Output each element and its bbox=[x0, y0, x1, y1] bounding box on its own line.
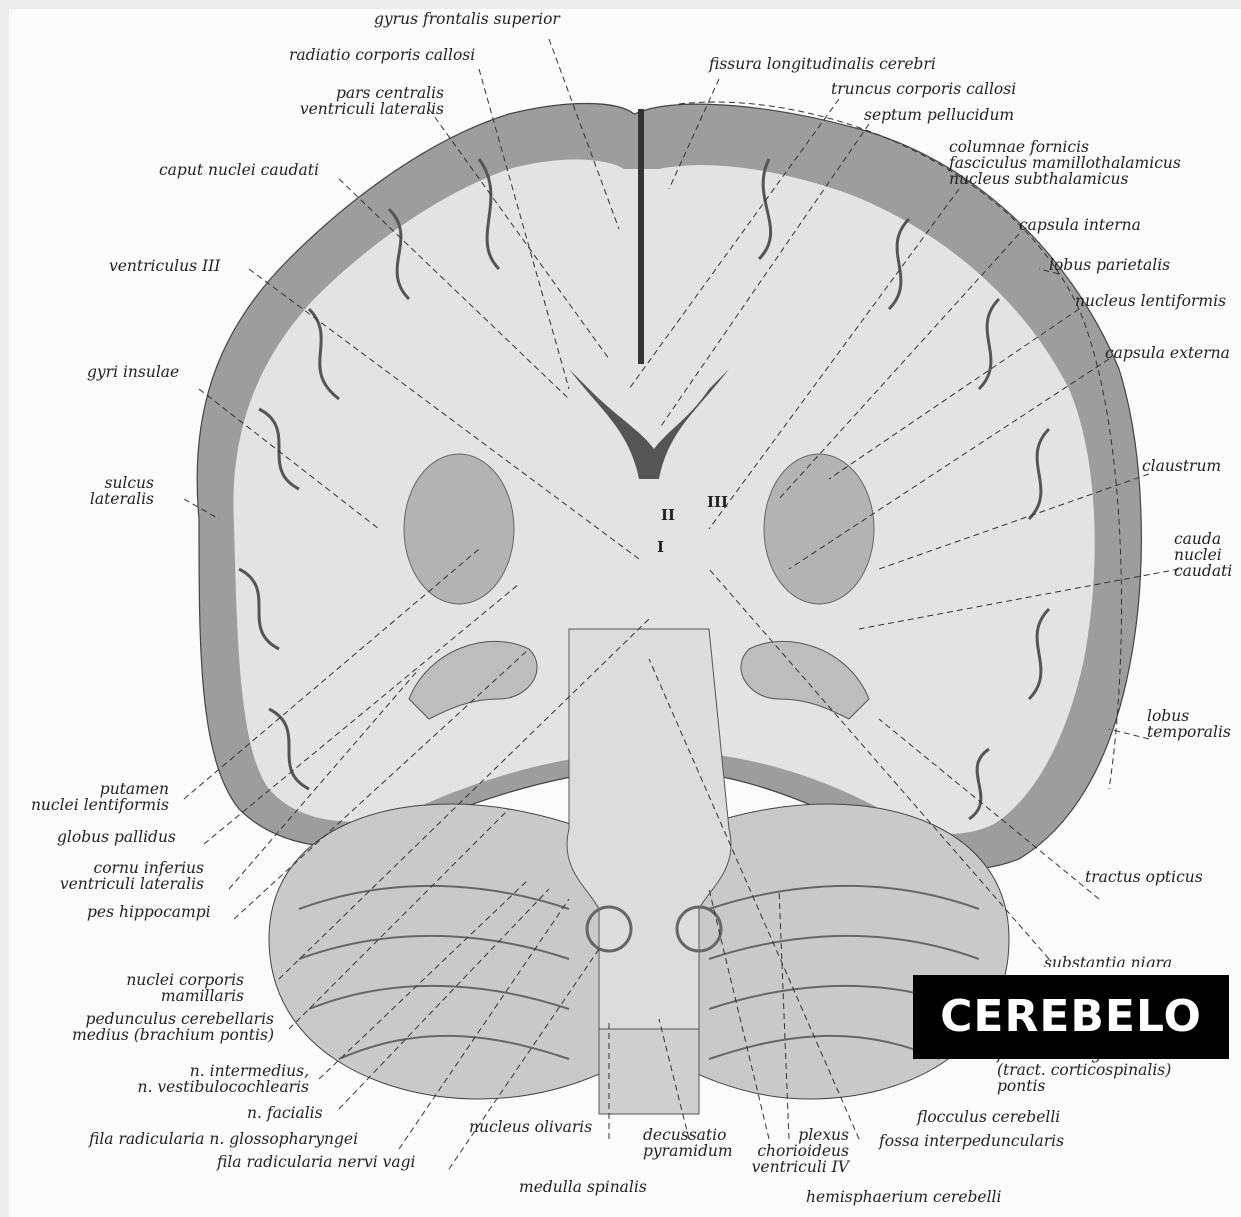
anatomy-plate: gyrus frontalis superior radiatio corpor… bbox=[9, 9, 1241, 1217]
label-fornix-group: columnae fornicis fasciculus mamillothal… bbox=[949, 139, 1181, 187]
label-radiatio-corporis-callosi: radiatio corporis callosi bbox=[289, 47, 475, 63]
label-gyri-insulae: gyri insulae bbox=[87, 364, 179, 380]
roman-ii: II bbox=[661, 506, 675, 524]
cerebelo-badge: CEREBELO bbox=[913, 975, 1229, 1059]
label-capsula-externa: capsula externa bbox=[1105, 345, 1230, 361]
label-truncus: truncus corporis callosi bbox=[831, 81, 1016, 97]
label-fila-glosso: fila radicularia n. glossopharyngei bbox=[89, 1131, 358, 1147]
label-nucleus-lentiformis: nucleus lentiformis bbox=[1075, 293, 1226, 309]
label-putamen: putamen nuclei lentiformis bbox=[9, 781, 169, 813]
label-medulla-spinalis: medulla spinalis bbox=[519, 1179, 647, 1195]
label-hemisphaerium: hemisphaerium cerebelli bbox=[806, 1189, 1001, 1205]
label-globus-pallidus: globus pallidus bbox=[57, 829, 176, 845]
label-pars-centralis: pars centralis ventriculi lateralis bbox=[279, 85, 444, 117]
label-fossa: fossa interpeduncularis bbox=[879, 1133, 1064, 1149]
label-capsula-interna: capsula interna bbox=[1019, 217, 1141, 233]
label-sulcus-lateralis: sulcus lateralis bbox=[49, 475, 154, 507]
label-n-facialis: n. facialis bbox=[247, 1105, 323, 1121]
label-substantia-nigra: substantia nigra bbox=[1044, 955, 1172, 967]
label-lobus-parietalis: lobus parietalis bbox=[1049, 257, 1170, 273]
label-gyrus-frontalis-superior: gyrus frontalis superior bbox=[374, 11, 560, 27]
cerebelo-badge-text: CEREBELO bbox=[913, 975, 1229, 1059]
label-cornu-inferius: cornu inferius ventriculi lateralis bbox=[29, 860, 204, 892]
label-nuclei-corporis-mamillaris: nuclei corporis mamillaris bbox=[69, 972, 244, 1004]
roman-i: I bbox=[657, 538, 664, 556]
label-claustrum: claustrum bbox=[1142, 458, 1221, 474]
label-plexus: plexus chorioideus ventriculi IV bbox=[709, 1127, 849, 1175]
label-n-intermedius: n. intermedius, n. vestibulocochlearis bbox=[109, 1063, 309, 1095]
label-pes-hippocampi: pes hippocampi bbox=[87, 904, 211, 920]
label-tractus-opticus: tractus opticus bbox=[1085, 869, 1203, 885]
label-ventriculus-iii: ventriculus III bbox=[109, 258, 220, 274]
lentiform-right bbox=[764, 454, 874, 604]
label-flocculus: flocculus cerebelli bbox=[917, 1109, 1060, 1125]
lentiform-left bbox=[404, 454, 514, 604]
label-lobus-temporalis: lobus temporalis bbox=[1147, 708, 1231, 740]
label-septum: septum pellucidum bbox=[864, 107, 1014, 123]
label-caput-nuclei-caudati: caput nuclei caudati bbox=[159, 162, 319, 178]
label-fila-vagi: fila radicularia nervi vagi bbox=[217, 1154, 415, 1170]
label-fissura: fissura longitudinalis cerebri bbox=[709, 56, 936, 72]
roman-iii: III bbox=[707, 493, 728, 511]
label-nucleus-olivaris: nucleus olivaris bbox=[469, 1119, 592, 1135]
medulla bbox=[599, 1029, 699, 1114]
label-cauda-nuclei: cauda nuclei caudati bbox=[1174, 531, 1232, 579]
label-pedunculus: pedunculus cerebellaris medius (brachium… bbox=[39, 1011, 274, 1043]
